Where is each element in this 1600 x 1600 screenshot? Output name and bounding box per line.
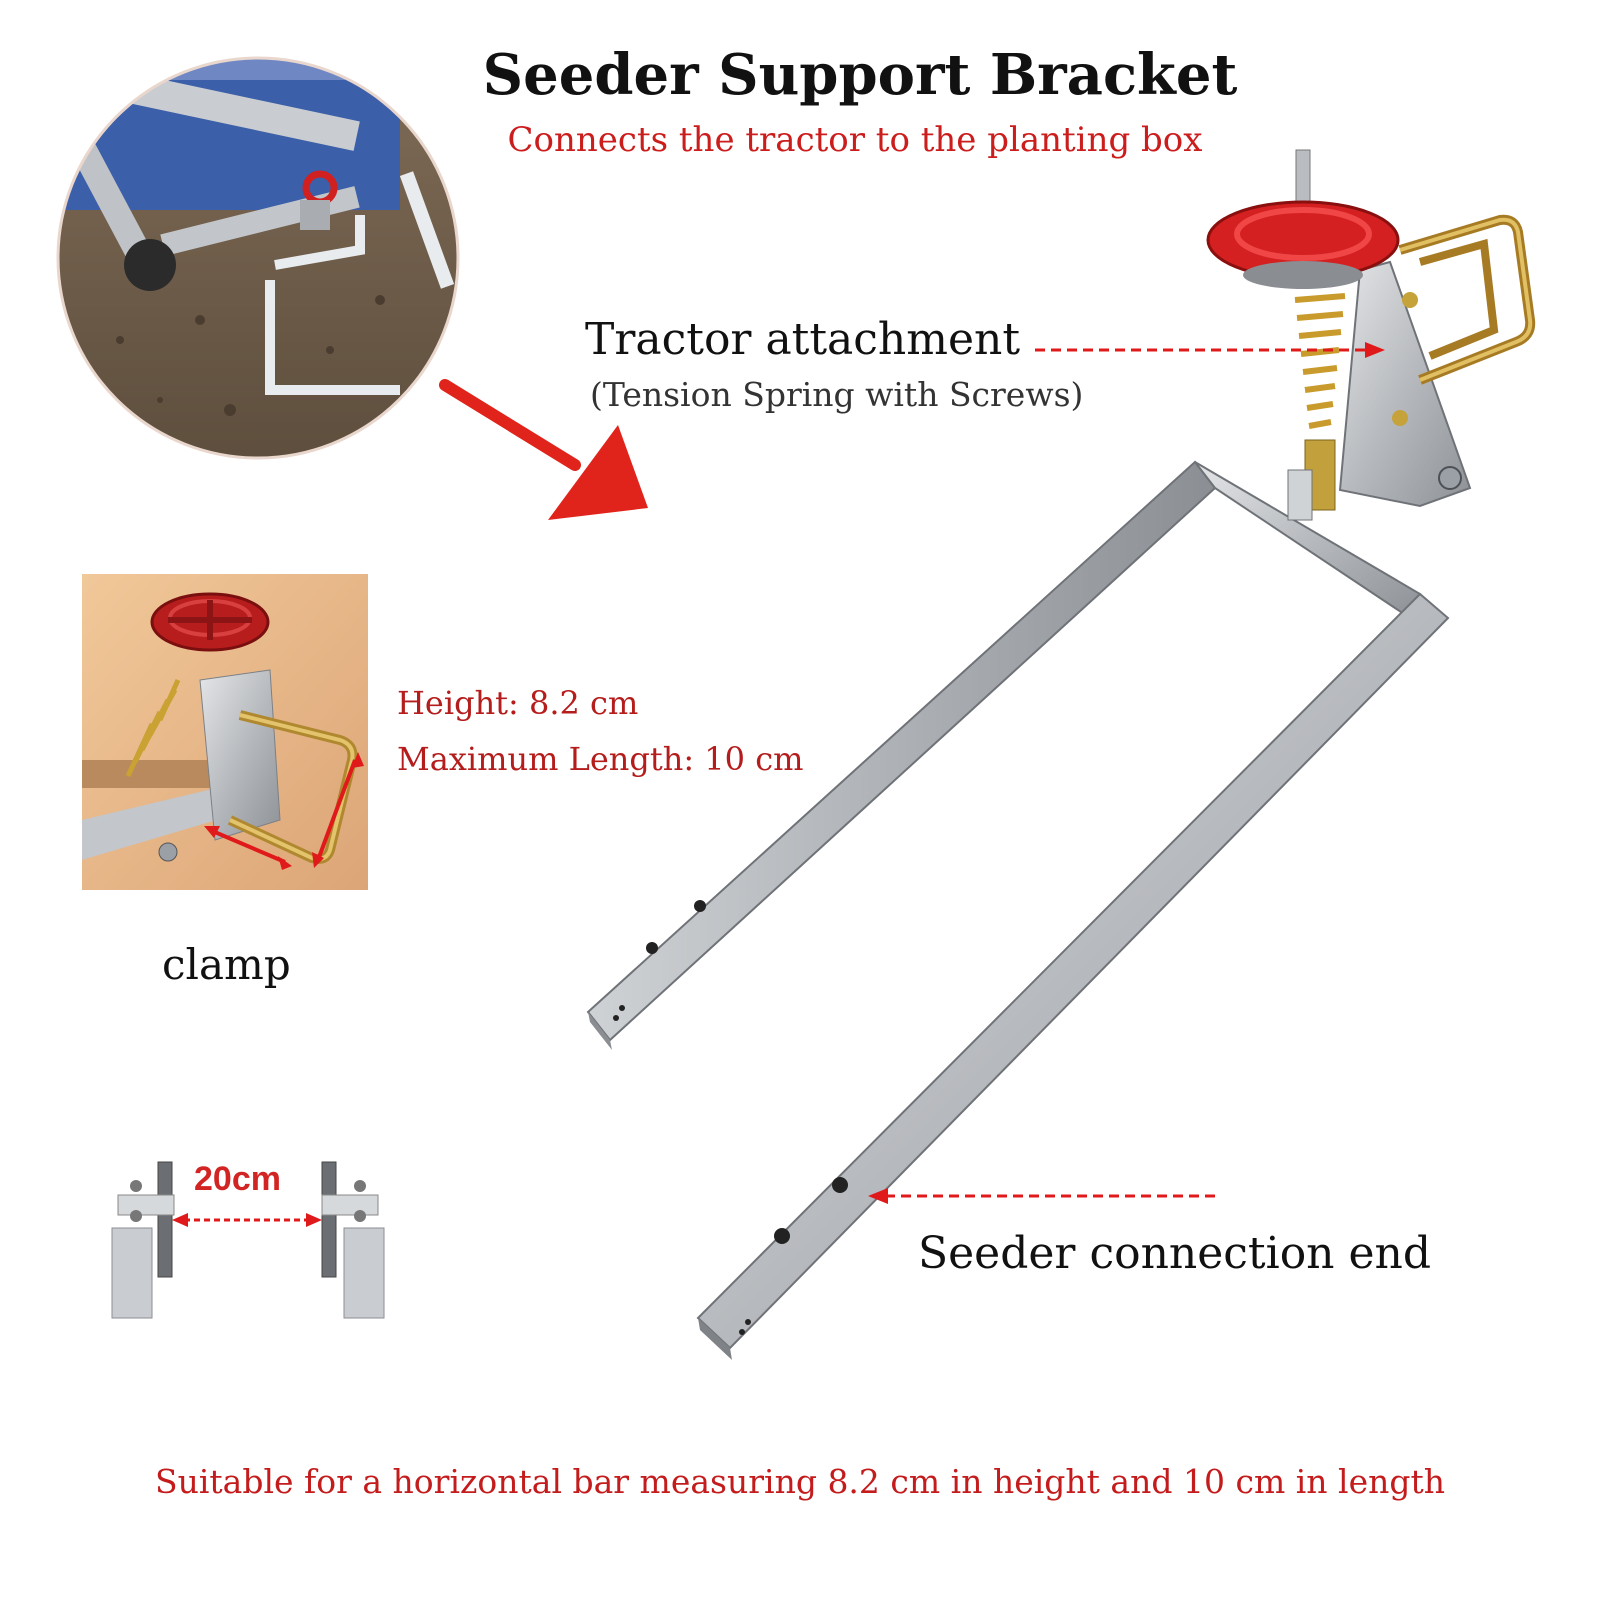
page-subtitle: Connects the tractor to the planting box xyxy=(507,120,1203,160)
seeder-pointer xyxy=(868,1188,1218,1204)
tractor-pointer xyxy=(1035,342,1385,358)
spacing-label: 20cm xyxy=(194,1160,281,1198)
seeder-connection-label: Seeder connection end xyxy=(918,1228,1432,1279)
height-spec: Height: 8.2 cm xyxy=(397,684,639,722)
clamp-label: clamp xyxy=(162,940,291,989)
footer-note: Suitable for a horizontal bar measuring … xyxy=(155,1462,1445,1501)
bracket-frame xyxy=(586,149,1536,1360)
handwheel-icon xyxy=(1206,200,1400,289)
max-length-spec: Maximum Length: 10 cm xyxy=(397,740,804,778)
arrow-icon xyxy=(439,379,648,520)
clamp-photo xyxy=(82,574,368,890)
page-title: Seeder Support Bracket xyxy=(482,42,1238,108)
tractor-attachment-label: Tractor attachment xyxy=(585,314,1021,365)
spacing-diagram xyxy=(111,1161,385,1319)
tractor-attachment-detail: (Tension Spring with Screws) xyxy=(590,375,1084,414)
